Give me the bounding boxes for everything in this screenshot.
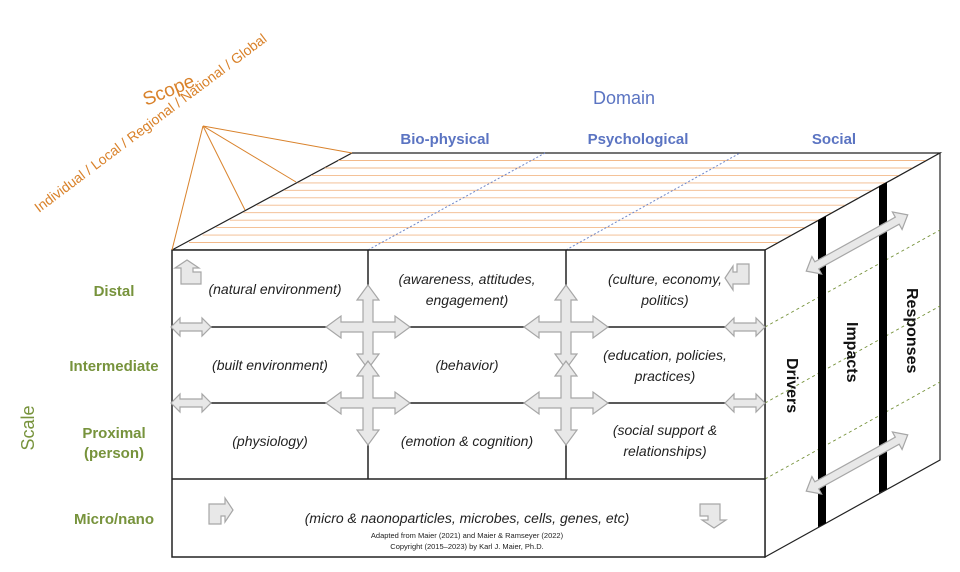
impacts-responses-divider: [879, 182, 887, 493]
cell-education-line1: (education, policies,: [603, 347, 727, 363]
cell-built-environment: (built environment): [212, 357, 328, 373]
cell-culture-line2: politics): [640, 292, 688, 308]
cell-behavior: (behavior): [435, 357, 498, 373]
cell-awareness-line2: engagement): [426, 292, 509, 308]
cell-social-support-line2: relationships): [623, 443, 706, 459]
scale-row-micro: Micro/nano: [74, 511, 154, 528]
panel-responses: Responses: [903, 288, 920, 373]
drivers-impacts-divider: [818, 216, 826, 527]
domain-social: Social: [812, 131, 856, 148]
cell-education-line2: practices): [634, 368, 696, 384]
panel-impacts: Impacts: [843, 322, 860, 383]
cell-awareness-line1: (awareness, attitudes,: [399, 271, 536, 287]
domain-title: Domain: [593, 88, 655, 108]
cell-social-support-line1: (social support &: [613, 422, 717, 438]
cell-micro: (micro & naonoparticles, microbes, cells…: [305, 510, 629, 526]
scale-title: Scale: [18, 405, 38, 450]
cell-natural-environment: (natural environment): [208, 281, 341, 297]
cell-culture-line1: (culture, economy,: [608, 271, 722, 287]
domain-biophysical: Bio-physical: [400, 131, 489, 148]
scale-row-distal: Distal: [94, 283, 135, 300]
cell-emotion-cognition: (emotion & cognition): [401, 433, 533, 449]
top-face-stripes: [189, 160, 928, 243]
panel-drivers: Drivers: [783, 358, 800, 413]
cell-physiology: (physiology): [232, 433, 307, 449]
scale-row-proximal-person: (person): [84, 445, 144, 462]
top-face-column-dividers: [367, 152, 741, 251]
scale-row-intermediate: Intermediate: [69, 358, 158, 375]
scope-fan-lines: [171, 125, 353, 251]
scale-row-proximal: Proximal: [82, 425, 145, 442]
credit-adapted: Adapted from Maier (2021) and Maier & Ra…: [371, 531, 564, 540]
credit-copyright: Copyright (2015–2023) by Karl J. Maier, …: [390, 542, 543, 551]
domain-psychological: Psychological: [588, 131, 689, 148]
